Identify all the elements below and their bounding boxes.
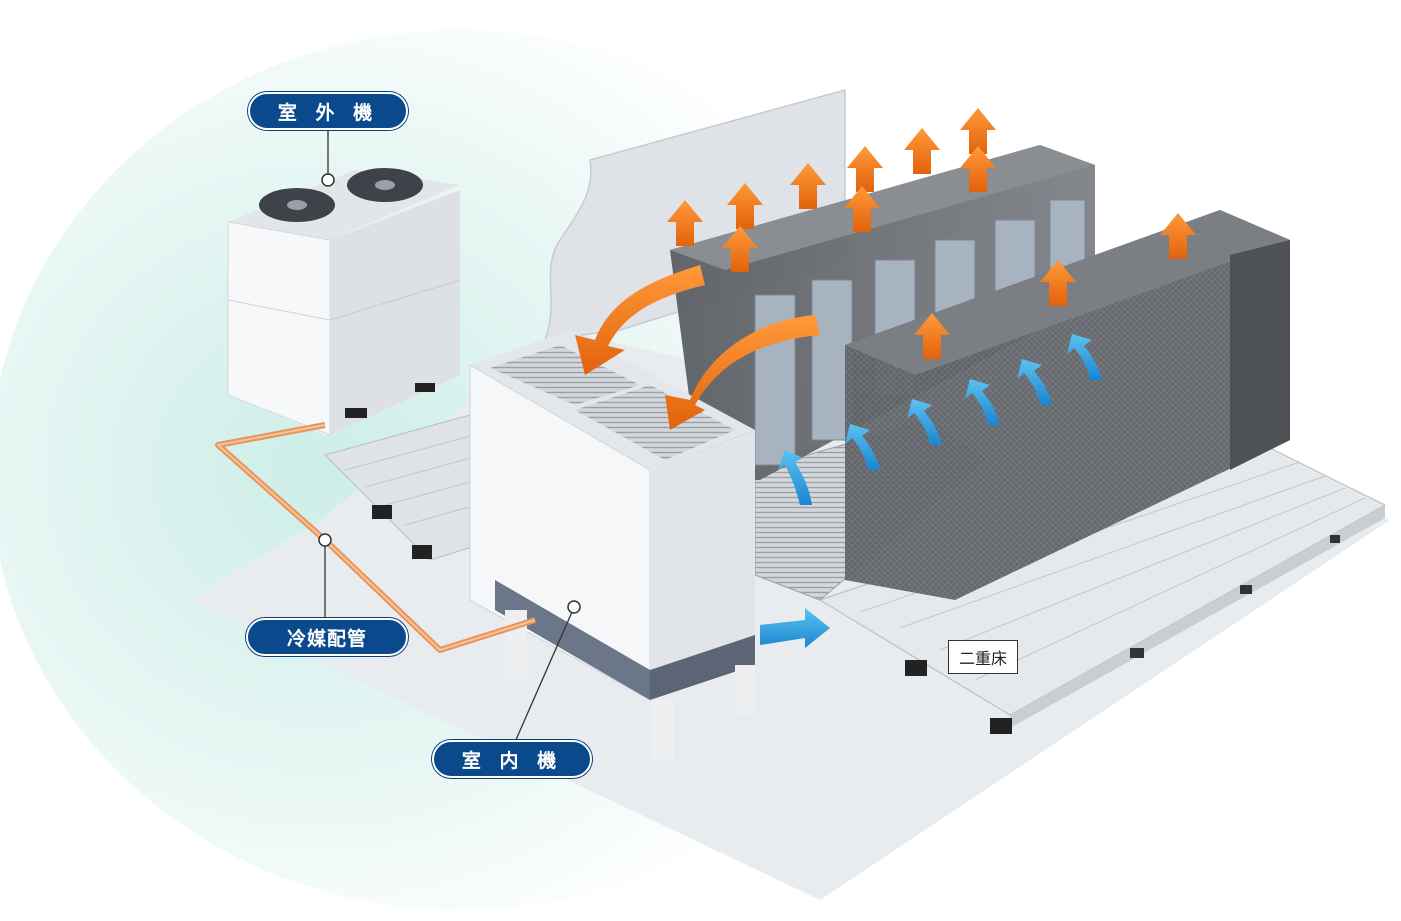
callout-leaders bbox=[324, 130, 573, 743]
raised-floor-label: 二重床 bbox=[948, 640, 1019, 674]
hot-air-return-arrows bbox=[575, 265, 820, 430]
outdoor-unit bbox=[227, 168, 461, 436]
cool-air-supply-arrows bbox=[760, 334, 1102, 648]
indoor-unit bbox=[469, 330, 755, 760]
outdoor-unit-label: 室 外 機 bbox=[248, 92, 408, 130]
indoor-unit-label: 室 内 機 bbox=[432, 740, 592, 778]
refrigerant-pipe bbox=[215, 422, 536, 653]
refrigerant-pipe-label: 冷媒配管 bbox=[246, 618, 408, 656]
